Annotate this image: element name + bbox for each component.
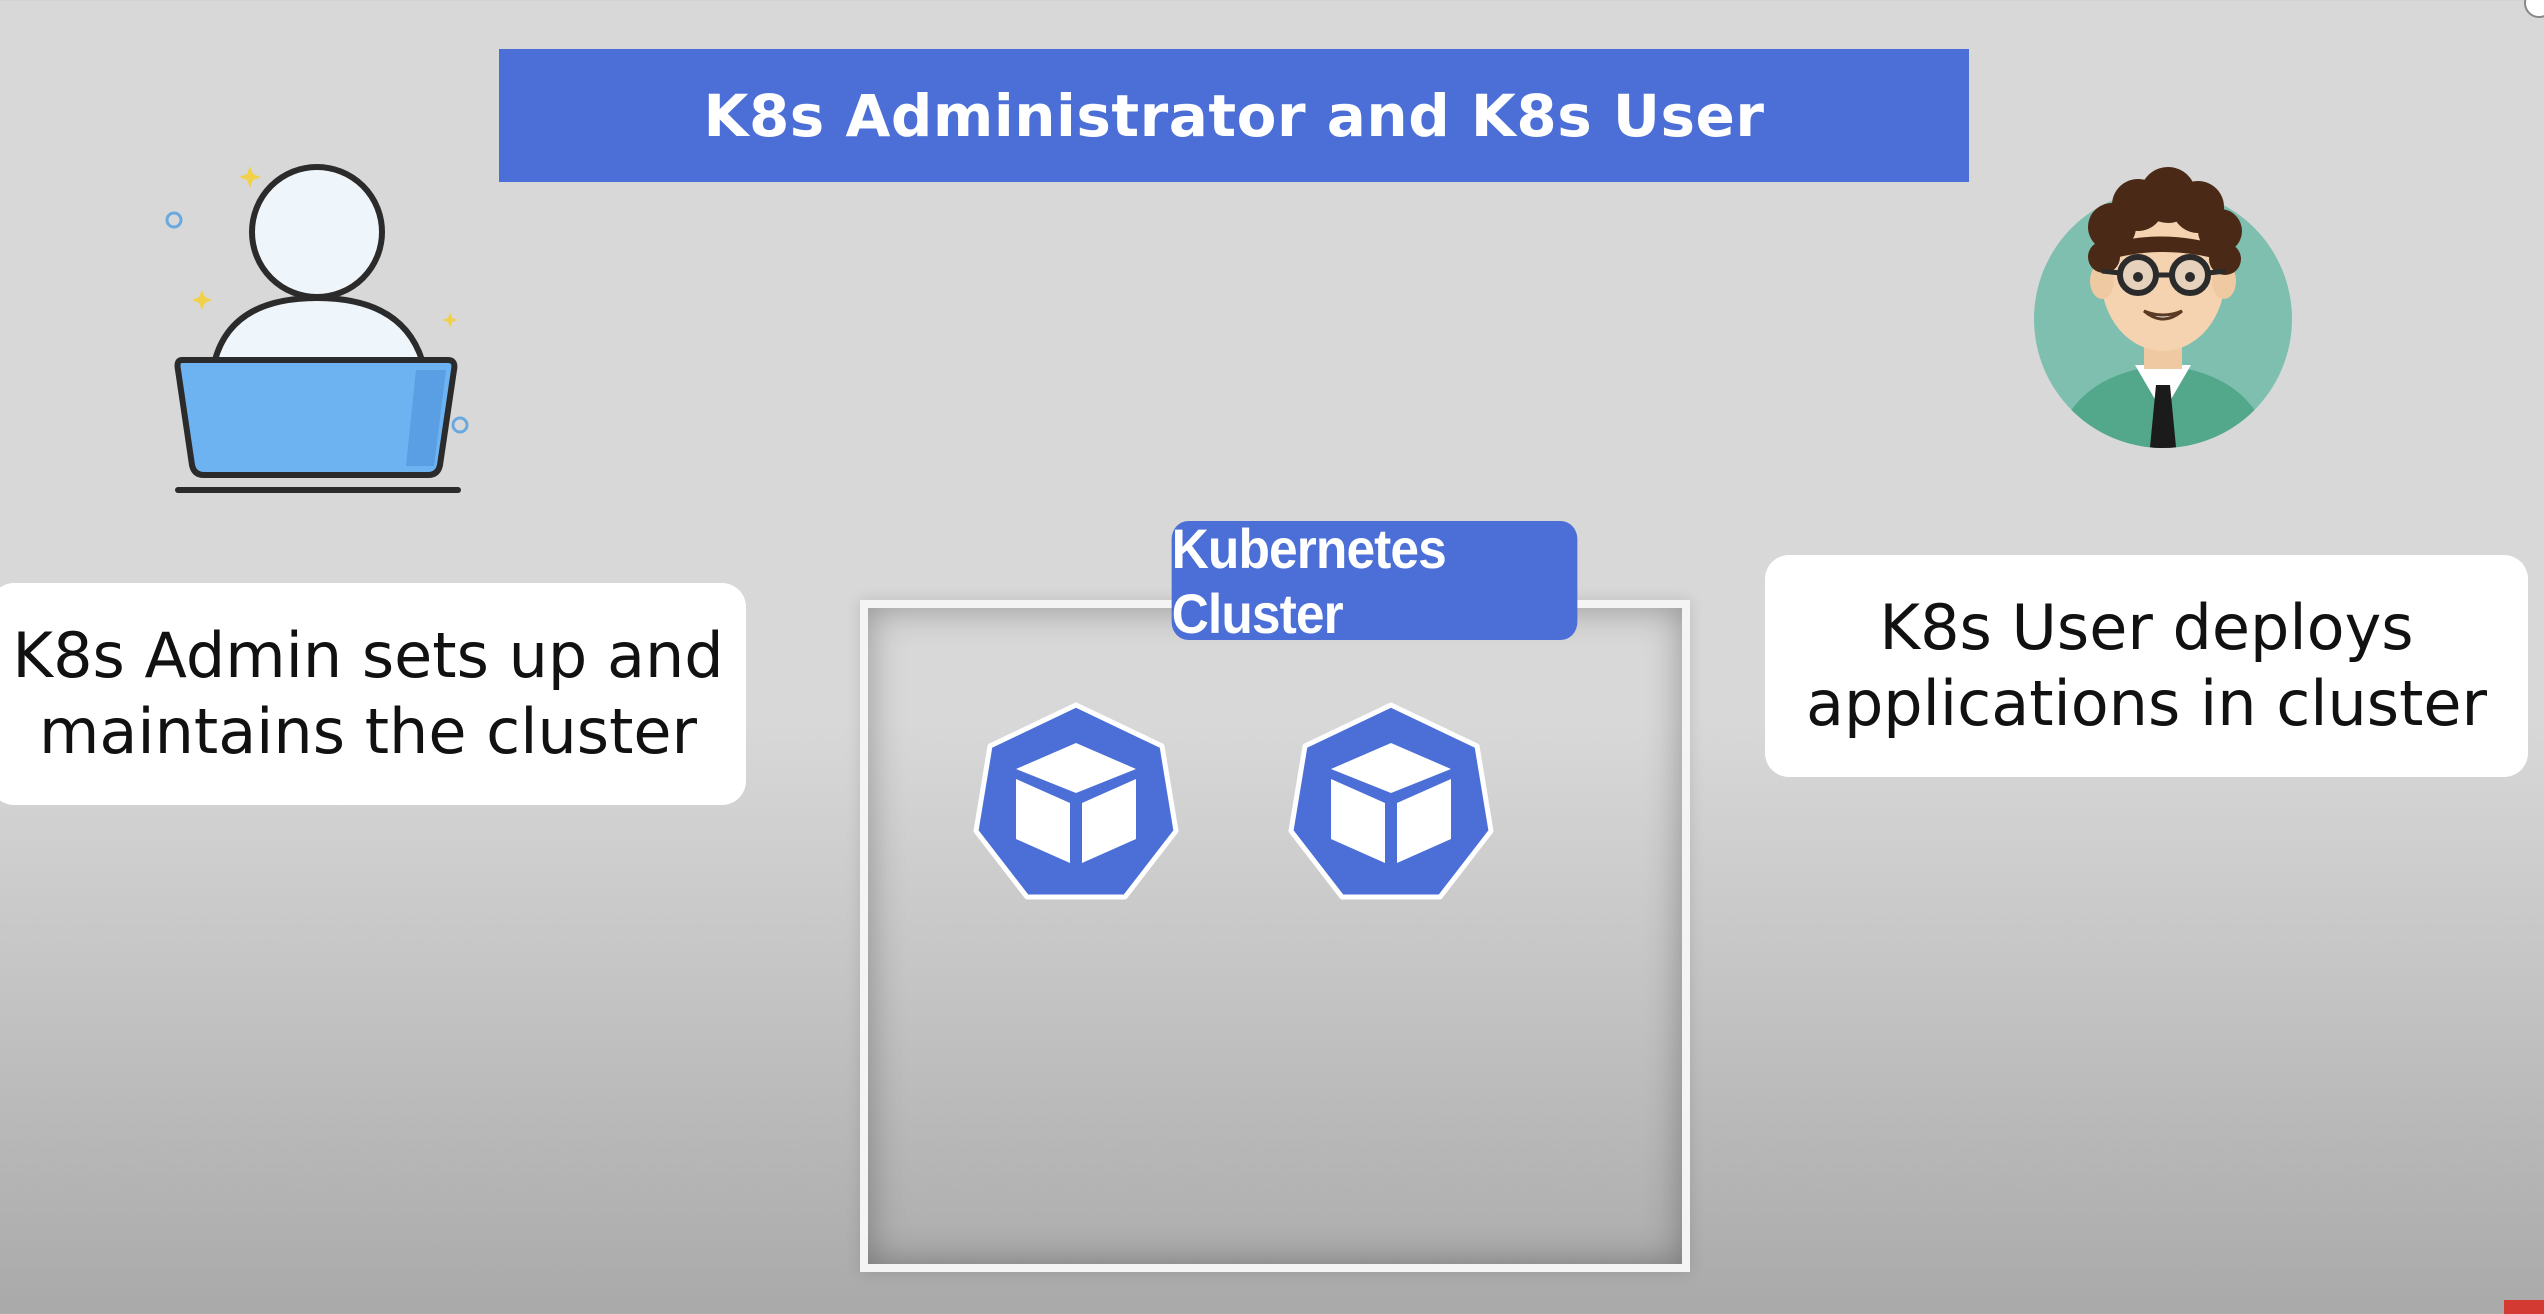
- user-avatar-icon: [2034, 167, 2292, 448]
- cluster-label-text: Kubernetes Cluster: [1171, 516, 1447, 645]
- kubernetes-node-cube-icon: [1288, 702, 1494, 900]
- info-icon[interactable]: [2524, 0, 2544, 18]
- kubernetes-cluster-label: Kubernetes Cluster: [1171, 517, 1578, 645]
- kubernetes-node-cube-icon: [973, 702, 1179, 900]
- user-description: K8s User deploys applications in cluster: [1805, 591, 2488, 740]
- admin-laptop-icon: [165, 164, 469, 493]
- user-description-box: K8s User deploys applications in cluster: [1765, 555, 2528, 777]
- admin-description-box: K8s Admin sets up and maintains the clus…: [0, 583, 746, 805]
- page-title-text: K8s Administrator and K8s User: [703, 81, 1765, 150]
- channel-watermark-icon: [2504, 1300, 2544, 1314]
- admin-description: K8s Admin sets up and maintains the clus…: [12, 619, 724, 768]
- page-title: K8s Administrator and K8s User: [499, 49, 1969, 182]
